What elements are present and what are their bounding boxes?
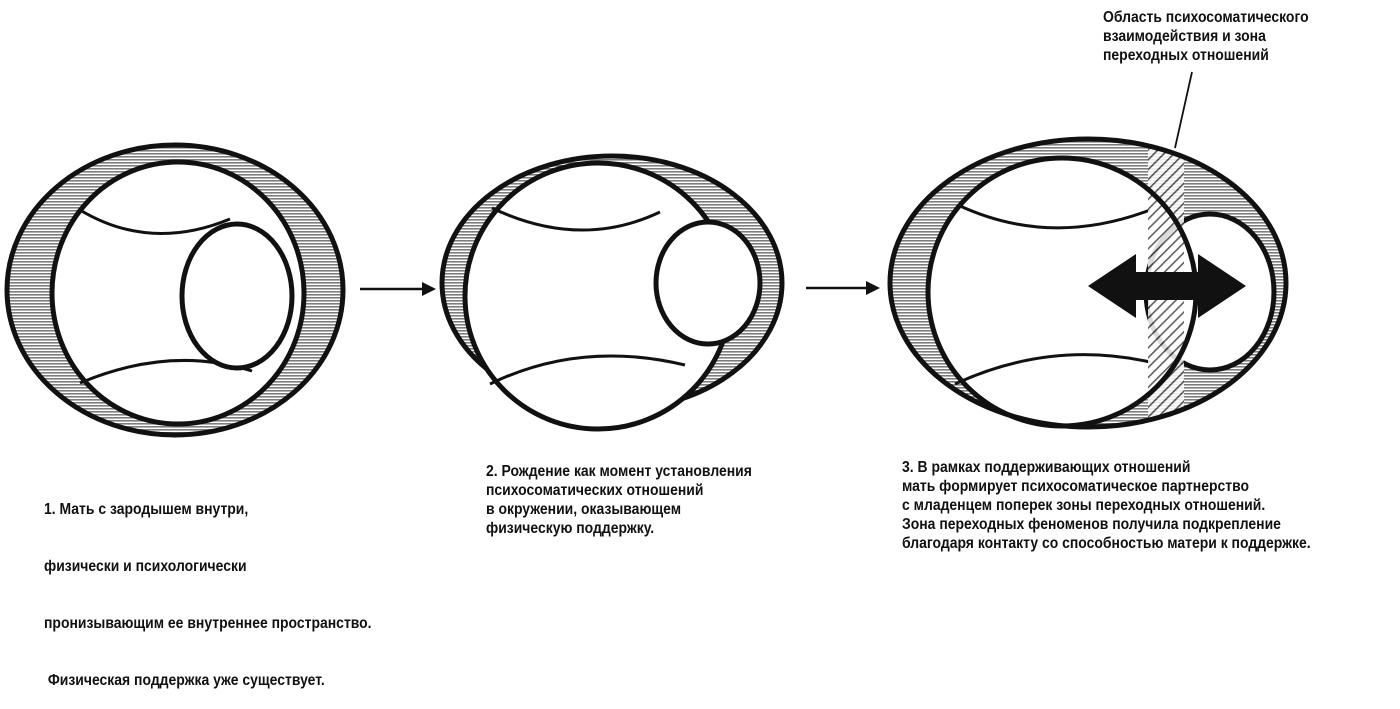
zone-label-line: взаимодействия и зона bbox=[1103, 28, 1266, 45]
zone-label: Область психосоматического взаимодействи… bbox=[1103, 8, 1309, 65]
caption-line: благодаря контакту со способностью матер… bbox=[902, 535, 1311, 552]
stage-2-lower-arc bbox=[489, 354, 686, 386]
caption-line: мать формирует психосоматическое партнер… bbox=[902, 478, 1250, 495]
caption-line: 1. Мать с зародышем внутри, bbox=[44, 501, 249, 518]
stage-2-diagram bbox=[439, 153, 785, 432]
caption-line: 3. В рамках поддерживающих отношений bbox=[902, 459, 1191, 476]
double-headed-arrow bbox=[1088, 254, 1246, 318]
caption-stage-3: 3. В рамках поддерживающих отношений мат… bbox=[902, 458, 1311, 553]
stage-3-upper-arc bbox=[957, 203, 1151, 230]
caption-line: с младенцем поперек зоны переходных отно… bbox=[902, 497, 1266, 514]
stage-2-infant-ellipse bbox=[653, 219, 763, 347]
caption-stage-2: 2. Рождение как момент установления псих… bbox=[486, 462, 752, 538]
caption-line: пронизывающим ее внутреннее пространство… bbox=[44, 615, 372, 632]
zone-label-leader bbox=[1174, 71, 1193, 149]
caption-line: психосоматических отношений bbox=[486, 482, 704, 499]
zone-label-line: Область психосоматического bbox=[1103, 9, 1309, 26]
caption-line: в окружении, оказывающем bbox=[486, 501, 682, 518]
stage-2-upper-arc bbox=[491, 206, 661, 232]
stage-1-upper-arc bbox=[79, 208, 231, 235]
caption-line: 2. Рождение как момент установления bbox=[486, 463, 752, 480]
caption-stage-1: 1. Мать с зародышем внутри, физически и … bbox=[44, 462, 372, 709]
caption-line: физически и психологически bbox=[44, 558, 247, 575]
zone-label-line: переходных отношений bbox=[1103, 47, 1269, 64]
caption-line: физическую поддержку. bbox=[486, 520, 655, 537]
stage-3-lower-arc bbox=[954, 353, 1151, 386]
stage-3-diagram bbox=[887, 71, 1289, 430]
diagram-canvas bbox=[4, 71, 1289, 438]
arrow-2-to-3 bbox=[806, 281, 880, 295]
caption-line: Физическая поддержка уже существует. bbox=[44, 672, 325, 689]
stage-1-diagram bbox=[4, 142, 346, 438]
stage-1-fetus-ellipse bbox=[179, 221, 295, 371]
caption-line: Зона переходных феноменов получила подкр… bbox=[902, 516, 1281, 533]
arrow-1-to-2 bbox=[360, 282, 436, 296]
